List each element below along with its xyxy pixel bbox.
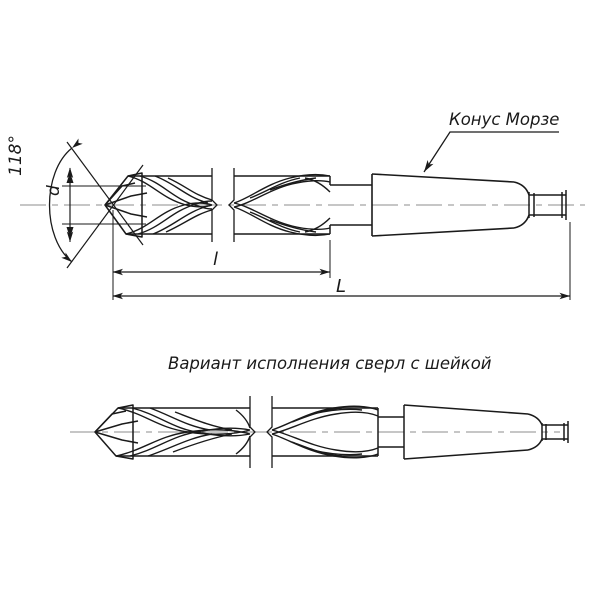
neck-bottom (378, 405, 405, 459)
flute-body-right-bottom (271, 405, 379, 459)
drill-point-top (104, 172, 148, 238)
view-drill-with-neck (70, 396, 569, 468)
morse-taper-label: Конус Морзе (449, 110, 560, 129)
morse-taper-leader (423, 131, 559, 173)
flute-body-left-top (125, 175, 213, 235)
variant-note-label: Вариант исполнения сверл с шейкой (168, 354, 492, 373)
flute-body-right-top (233, 173, 331, 237)
shank-straight-top (329, 176, 372, 234)
diameter-dimension (62, 167, 146, 242)
break-line-bottom (249, 396, 273, 468)
view-standard-drill (20, 131, 585, 300)
point-angle-label: 118° (6, 135, 26, 176)
drill-point-bottom (94, 404, 139, 460)
break-line-top (211, 168, 235, 242)
point-angle-indicator (48, 138, 144, 269)
diameter-label: d (44, 185, 64, 196)
flute-length-label: l (213, 249, 219, 270)
tang-top (528, 190, 567, 220)
morse-taper-shank-top (371, 173, 530, 237)
overall-length-label: L (336, 276, 347, 297)
tang-bottom (541, 421, 569, 443)
